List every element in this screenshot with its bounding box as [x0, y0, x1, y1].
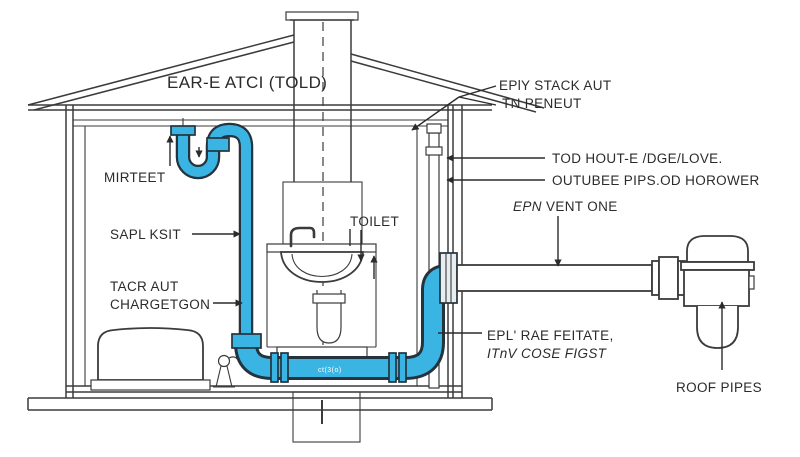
label-wall-line2: OUTUBEE PIPS.OD HOROWER [552, 173, 760, 188]
stack-label-wedge [458, 85, 497, 106]
label-vent-prefix: EPN [513, 199, 542, 214]
p-trap-inlet-flange [170, 125, 196, 136]
device-side-tab [748, 275, 755, 290]
drain-coupling-right-2 [398, 352, 407, 383]
stack-label-arrow [411, 96, 460, 131]
drain-coupling-left-2 [280, 352, 289, 383]
bathtub-base [90, 379, 211, 391]
wall-left [65, 105, 74, 398]
label-fixture-line2: ITnV COSE FIGST [487, 346, 608, 361]
toilet-fixture [266, 226, 377, 359]
roof-slope-right [350, 53, 545, 109]
label-sink: SAPL KSIT [110, 227, 181, 242]
pipe-stamp-text: ct(3(o) [318, 367, 342, 374]
label-trap: MIRTEET [104, 170, 165, 185]
device-dome-cap [686, 235, 749, 263]
roof-slope-left-inner [33, 41, 295, 111]
pipe-coupling-ring-2 [658, 256, 679, 300]
vent-pipe-horizontal [456, 264, 653, 292]
toilet-bowl [280, 251, 364, 283]
toilet-bowl-rim [291, 253, 353, 277]
pipe-coupling-ring-1 [651, 260, 660, 296]
faucet [289, 226, 316, 248]
wall-vent-pipe [425, 123, 443, 389]
toilet-trap-coupling [312, 293, 346, 304]
bathtub-body [97, 327, 204, 381]
device-cap-flange [680, 261, 755, 271]
labels: EAR-E ATCI (TOLD) EPlY STACK AUT TN PENE… [104, 73, 762, 395]
drain-coupling-right-1 [388, 352, 397, 383]
sewer-exit-box [292, 391, 361, 443]
drop-pipe-flange [231, 333, 262, 349]
roof-slope-left [27, 34, 295, 106]
foundation-slab [27, 397, 493, 411]
ceiling-line [73, 119, 448, 127]
drain-coupling-left-1 [270, 352, 279, 383]
label-discharge-line1: TACR AUT [110, 279, 179, 294]
house-outline [27, 11, 545, 443]
label-vent-rest: VENT ONE [546, 199, 618, 214]
chimney-cap [285, 11, 359, 21]
label-wall-line1: TOD HOUT-E /DGE/LOVE. [552, 151, 723, 166]
roof-slope-right-inner [350, 60, 537, 113]
wall-vent-pipe-coupling [425, 146, 443, 156]
wall-flange-ridges [445, 253, 452, 303]
wall-right [447, 105, 463, 398]
eave-line [28, 104, 492, 111]
drain-pipe [237, 267, 457, 377]
floor-valve [213, 354, 239, 388]
toilet-counter [266, 243, 377, 253]
label-stack-line1: EPlY STACK AUT [499, 78, 611, 93]
wall-vent-pipe-cap [426, 123, 442, 134]
chimney-stack [293, 20, 352, 182]
label-fixture-line1: EPL' RAE FEITATE, [487, 328, 614, 343]
bathtub [90, 327, 211, 391]
floor-valve-head [217, 354, 231, 368]
p-trap-union-nut [206, 137, 230, 152]
label-toilet: TOILET [350, 214, 399, 229]
leader-lines [166, 85, 726, 370]
label-roof-pipes: ROOF PIPES [676, 380, 762, 395]
device-bowl [696, 306, 739, 349]
waste-piping: ct(3(o) [170, 118, 457, 383]
roof-pipes-device-body [683, 269, 750, 307]
floor-valve-stem [213, 356, 239, 388]
label-attic: EAR-E ATCI (TOLD) [167, 73, 327, 92]
label-discharge-line2: CHARGETGON [110, 297, 210, 312]
label-stack-line2: TN PENEUT [502, 96, 582, 111]
wall-flange [439, 252, 458, 304]
